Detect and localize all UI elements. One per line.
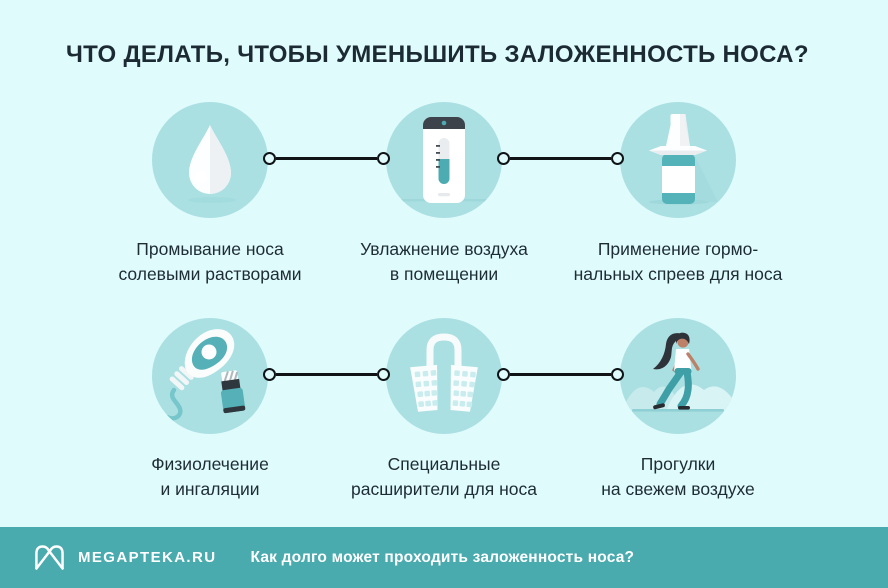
connector-ring	[497, 368, 510, 381]
inhaler-mask-icon	[164, 329, 246, 421]
step-circle-spray	[620, 102, 736, 218]
connector	[263, 152, 390, 165]
step-circle-walks	[620, 318, 736, 434]
step-label-spray: Применение гормо- нальных спреев для нос…	[528, 237, 828, 287]
step-label-line: Физиолечение	[151, 454, 269, 474]
step-label-line: нальных спреев для носа	[573, 264, 783, 284]
step-circle-rinse	[152, 102, 268, 218]
connector-ring	[377, 152, 390, 165]
connector-line	[510, 373, 611, 376]
step-label-line: Применение гормо-	[597, 239, 759, 259]
walking-person-icon	[622, 332, 732, 412]
step-label-rinse: Промывание носа солевыми растворами	[60, 237, 360, 287]
step-label-dilator: Специальные расширители для носа	[294, 452, 594, 502]
step-circle-inhaler	[152, 318, 268, 434]
nasal-spray-icon	[649, 114, 718, 205]
step-label-inhaler: Физиолечение и ингаляции	[60, 452, 360, 502]
connector-line	[276, 157, 377, 160]
step-label-line: Увлажнение воздуха	[360, 239, 528, 259]
step-circle-humidifier	[386, 102, 502, 218]
connector-ring	[377, 368, 390, 381]
connector	[497, 152, 624, 165]
step-label-line: на свежем воздухе	[601, 479, 755, 499]
step-label-line: Прогулки	[640, 454, 716, 474]
connector-ring	[263, 368, 276, 381]
step-label-line: солевыми растворами	[118, 264, 302, 284]
footer-bar: MEGAPTEKA.RU Как долго может проходить з…	[0, 527, 888, 588]
step-label-walks: Прогулки на свежем воздухе	[528, 452, 828, 502]
brand-name: MEGAPTEKA.RU	[78, 549, 217, 566]
connector-ring	[611, 152, 624, 165]
connector-ring	[263, 152, 276, 165]
connector-line	[510, 157, 611, 160]
connector-ring	[611, 368, 624, 381]
connector-ring	[497, 152, 510, 165]
step-label-line: расширители для носа	[351, 479, 537, 499]
water-drop-icon	[188, 125, 236, 203]
step-label-line: Специальные	[387, 454, 501, 474]
megapteka-logo-icon	[35, 545, 64, 570]
step-label-line: и ингаляции	[160, 479, 260, 499]
footer-question: Как долго может проходить заложенность н…	[250, 548, 635, 566]
page-title: ЧТО ДЕЛАТЬ, ЧТОБЫ УМЕНЬШИТЬ ЗАЛОЖЕННОСТЬ…	[66, 41, 809, 68]
nasal-dilator-icon	[410, 333, 478, 412]
connector	[263, 368, 390, 381]
step-circle-dilator	[386, 318, 502, 434]
humidifier-icon	[388, 117, 500, 203]
step-label-line: в помещении	[389, 264, 499, 284]
connector	[497, 368, 624, 381]
connector-line	[276, 373, 377, 376]
step-label-line: Промывание носа	[136, 239, 284, 259]
step-label-humidifier: Увлажнение воздуха в помещении	[294, 237, 594, 287]
